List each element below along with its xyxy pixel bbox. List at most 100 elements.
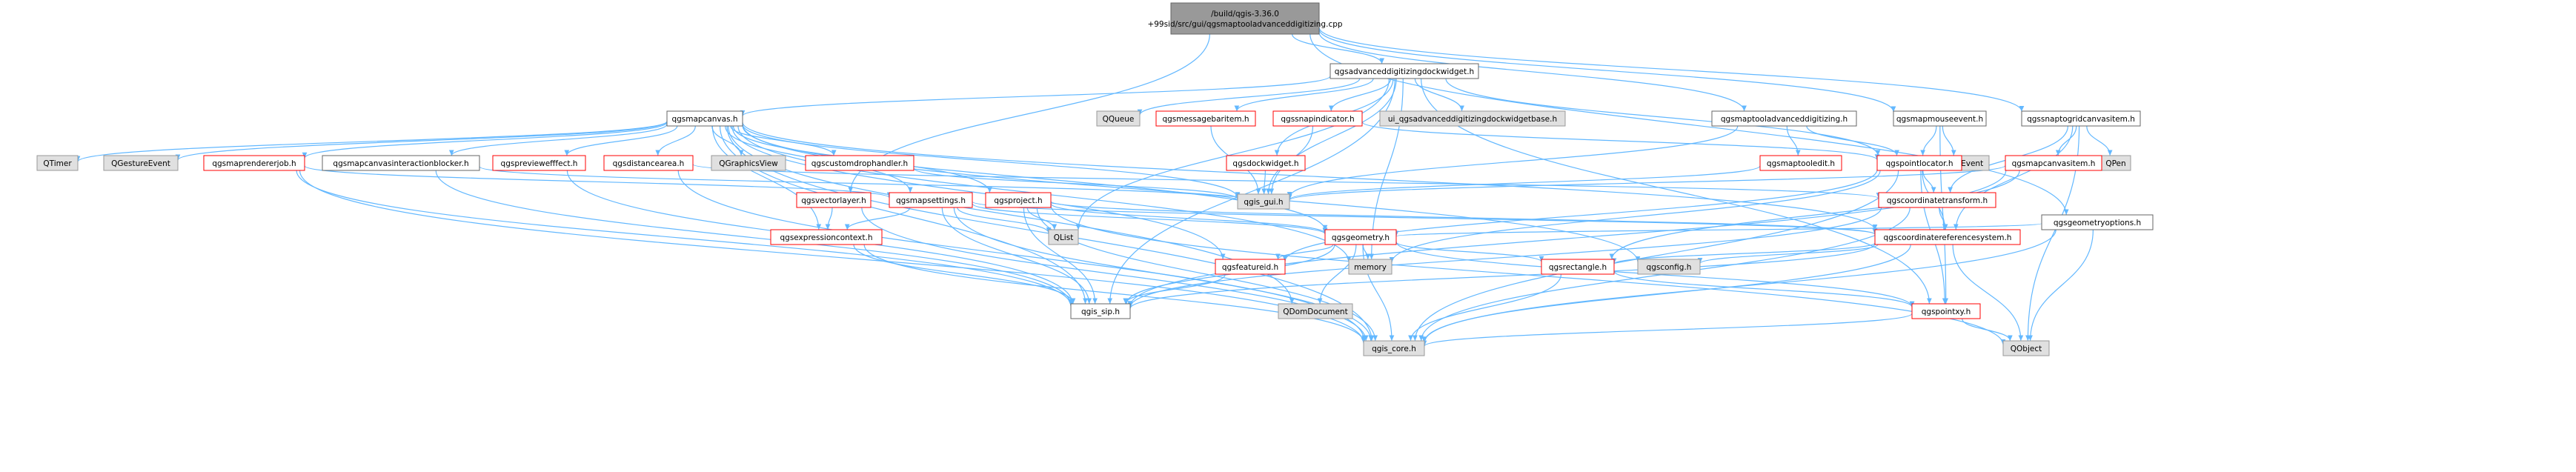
node-box-dockwidget bbox=[1226, 155, 1306, 171]
node-snapindicator[interactable]: qgssnapindicator.h bbox=[1272, 110, 1363, 127]
node-qgisgui[interactable]: qgis_gui.h bbox=[1237, 193, 1290, 210]
edge-mapsettings-to-exprcontext bbox=[844, 207, 911, 230]
node-label-geometry: qgsgeometry.h bbox=[1332, 233, 1390, 242]
node-qdomdocument[interactable]: QDomDocument bbox=[1278, 303, 1353, 319]
node-qlist[interactable]: QList bbox=[1048, 229, 1079, 245]
node-box-messagebar bbox=[1155, 110, 1256, 127]
node-qqueue[interactable]: QQueue bbox=[1096, 110, 1141, 127]
edge-crs-to-rectangle bbox=[1611, 242, 1876, 265]
node-distancearea[interactable]: qgsdistancearea.h bbox=[603, 155, 694, 171]
node-uiadv[interactable]: ui_qgsadvanceddigitizingdockwidgetbase.h bbox=[1379, 110, 1566, 127]
edge-vectorlayer-to-exprcontext bbox=[825, 207, 833, 230]
node-geometryoptions[interactable]: qgsgeometryoptions.h bbox=[2041, 214, 2154, 230]
node-box-project bbox=[985, 192, 1052, 208]
node-label-customdrop: qgscustomdrophandler.h bbox=[811, 159, 908, 168]
node-box-qgraphicsview bbox=[711, 155, 786, 171]
edge-mapsettings-to-qgissip bbox=[941, 207, 1092, 305]
edge-advdock-to-messagebar bbox=[1234, 78, 1374, 112]
node-label-crs: qgscoordinatereferencesystem.h bbox=[1884, 233, 2012, 242]
node-box-vectorlayer bbox=[796, 192, 872, 208]
node-maprendererjob[interactable]: qgsmaprendererjob.h bbox=[203, 155, 305, 171]
edge-geometry-to-qdomdocument bbox=[1317, 244, 1357, 305]
edge-interactionblocker-to-qgissip bbox=[435, 170, 1074, 305]
node-box-distancearea bbox=[603, 155, 694, 171]
node-label-qgissip: qgis_sip.h bbox=[1081, 308, 1120, 316]
node-box-crs bbox=[1874, 229, 2021, 245]
edge-layer bbox=[75, 27, 2113, 347]
edge-featureid-to-qgissip bbox=[1123, 273, 1226, 305]
node-qgissip[interactable]: qgis_sip.h bbox=[1070, 303, 1131, 319]
node-box-mapcanvas bbox=[666, 110, 743, 127]
edge-advdock-to-uiadv bbox=[1414, 78, 1464, 112]
node-box-rectangle bbox=[1541, 259, 1615, 275]
edge-project-to-geometry bbox=[1050, 203, 1328, 234]
node-maptooledit[interactable]: qgsmaptooledit.h bbox=[1759, 155, 1842, 171]
node-snaptogrid[interactable]: qgssnaptogridcanvasitem.h bbox=[2021, 110, 2141, 127]
node-label-mapcanvas: qgsmapcanvas.h bbox=[671, 115, 737, 124]
node-box-snaptogrid bbox=[2021, 110, 2141, 127]
node-label-exprcontext: qgsexpressioncontext.h bbox=[780, 233, 872, 242]
node-root[interactable]: /build/qgis-3.36.0+99sid/src/gui/qgsmapt… bbox=[1147, 2, 1343, 35]
edge-mapsettings-to-crs bbox=[972, 201, 1877, 235]
node-mapcanvas[interactable]: qgsmapcanvas.h bbox=[666, 110, 743, 127]
node-box-qgsconfig bbox=[1637, 259, 1701, 275]
node-label-pointlocator: qgspointlocator.h bbox=[1885, 159, 1953, 168]
node-label-maprendererjob: qgsmaprendererjob.h bbox=[212, 159, 296, 168]
node-crs[interactable]: qgscoordinatereferencesystem.h bbox=[1874, 229, 2021, 245]
node-qpen[interactable]: QPen bbox=[2100, 155, 2131, 171]
node-pointxy[interactable]: qgspointxy.h bbox=[1911, 303, 1981, 319]
edge-geometry-to-rectangle bbox=[1395, 242, 1544, 262]
node-box-uiadv bbox=[1379, 110, 1566, 127]
node-label-vectorlayer: qgsvectorlayer.h bbox=[801, 196, 866, 205]
edge-geometryoptions-to-qobject bbox=[2028, 229, 2094, 342]
node-previeweffect[interactable]: qgspreviewefffect.h bbox=[492, 155, 586, 171]
node-qgsconfig[interactable]: qgsconfig.h bbox=[1637, 259, 1701, 275]
edge-mapcanvas-to-exprcontext bbox=[711, 125, 822, 230]
edge-mapcanvasitem-to-qgisgui bbox=[1287, 164, 2006, 201]
node-box-advdock bbox=[1330, 63, 1479, 79]
node-qgesture[interactable]: QGestureEvent bbox=[103, 155, 179, 171]
node-maptooladv[interactable]: qgsmaptooladvanceddigitizing.h bbox=[1711, 110, 1857, 127]
node-vectorlayer[interactable]: qgsvectorlayer.h bbox=[796, 192, 872, 208]
edge-mapcanvas-to-qgisgui bbox=[742, 124, 1241, 198]
node-label-qgesture: QGestureEvent bbox=[111, 159, 170, 168]
node-interactionblocker[interactable]: qgsmapcanvasinteractionblocker.h bbox=[322, 155, 480, 171]
edge-maptooladv-to-qgisgui bbox=[1287, 125, 1739, 198]
edge-mapcanvas-to-previeweffect bbox=[564, 125, 678, 156]
node-featureid[interactable]: qgsfeatureid.h bbox=[1215, 259, 1286, 275]
edge-maptooladv-to-pointlocator bbox=[1806, 125, 1899, 156]
node-label-qtimer: QTimer bbox=[43, 159, 72, 168]
node-qobject[interactable]: QObject bbox=[2002, 340, 2050, 356]
node-box-qgesture bbox=[103, 155, 179, 171]
edge-crs-to-qgissip bbox=[1127, 243, 1876, 309]
node-customdrop[interactable]: qgscustomdrophandler.h bbox=[805, 155, 914, 171]
node-dockwidget[interactable]: qgsdockwidget.h bbox=[1226, 155, 1306, 171]
edge-vectorlayer-to-qgiscore bbox=[861, 207, 1369, 342]
node-qgraphicsview[interactable]: QGraphicsView bbox=[711, 155, 786, 171]
node-label-distancearea: qgsdistancearea.h bbox=[613, 159, 685, 168]
edge-coordtransform-to-qgissip bbox=[1127, 207, 1882, 308]
node-rectangle[interactable]: qgsrectangle.h bbox=[1541, 259, 1615, 275]
edge-mapcanvas-to-crs bbox=[742, 122, 1878, 230]
node-label-mapcanvasitem: qgsmapcanvasitem.h bbox=[2012, 159, 2096, 168]
node-box-customdrop bbox=[805, 155, 914, 171]
node-geometry[interactable]: qgsgeometry.h bbox=[1324, 229, 1397, 245]
node-mapsettings[interactable]: qgsmapsettings.h bbox=[889, 192, 973, 208]
node-messagebar[interactable]: qgsmessagebaritem.h bbox=[1155, 110, 1256, 127]
node-project[interactable]: qgsproject.h bbox=[985, 192, 1052, 208]
node-memory[interactable]: memory bbox=[1348, 259, 1392, 275]
node-coordtransform[interactable]: qgscoordinatetransform.h bbox=[1878, 192, 1996, 208]
edge-root-to-advdock bbox=[1292, 33, 1385, 64]
node-pointlocator[interactable]: qgspointlocator.h bbox=[1876, 155, 1962, 171]
node-qtimer[interactable]: QTimer bbox=[36, 155, 79, 171]
node-label-interactionblocker: qgsmapcanvasinteractionblocker.h bbox=[333, 159, 468, 168]
node-exprcontext[interactable]: qgsexpressioncontext.h bbox=[770, 229, 883, 245]
node-label-qgsconfig: qgsconfig.h bbox=[1647, 263, 1692, 272]
node-box-qdomdocument bbox=[1278, 303, 1353, 319]
node-label-mapsettings: qgsmapsettings.h bbox=[896, 196, 966, 205]
node-box-mapcanvasitem bbox=[2005, 155, 2102, 171]
node-mapmouseevent[interactable]: qgsmapmouseevent.h bbox=[1893, 110, 1987, 127]
node-advdock[interactable]: qgsadvanceddigitizingdockwidget.h bbox=[1330, 63, 1479, 79]
node-mapcanvasitem[interactable]: qgsmapcanvasitem.h bbox=[2005, 155, 2102, 171]
node-qgiscore[interactable]: qgis_core.h bbox=[1363, 340, 1425, 356]
